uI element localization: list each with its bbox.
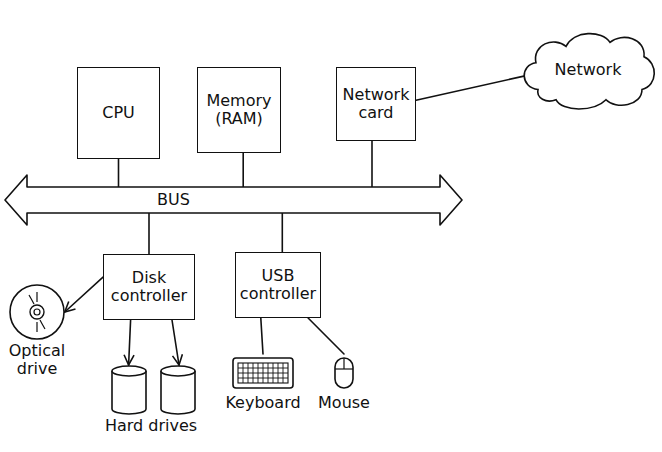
bus-connector [281, 213, 283, 252]
hard-drives-icon [96, 365, 206, 417]
node-label: Mouse [318, 394, 370, 412]
node-label: Network card [341, 86, 411, 123]
node-label: USB controller [240, 267, 316, 304]
bus-connector [129, 320, 131, 365]
node-label: CPU [102, 104, 135, 122]
node-label: Keyboard [225, 394, 300, 412]
bus-connector [261, 318, 263, 354]
keyboard-icon [225, 354, 301, 394]
bus-connector [172, 320, 179, 365]
mouse-icon [317, 354, 371, 394]
optical-drive: Optical drive [4, 282, 70, 382]
cpu-box: CPU [77, 67, 160, 159]
bus-connector [416, 76, 525, 100]
keyboard: Keyboard [223, 354, 303, 424]
memory-box: Memory (RAM) [197, 67, 281, 153]
node-label: Network [555, 61, 622, 79]
usb-controller-box: USB controller [235, 252, 321, 318]
bus-connector [371, 141, 373, 187]
node-label: Hard drives [105, 417, 197, 435]
bus-connector [242, 153, 244, 187]
bus-connector [308, 318, 344, 354]
optical-drive-icon [7, 282, 67, 342]
network-card-box: Network card [336, 67, 416, 141]
node-label: Disk controller [108, 269, 190, 306]
network-cloud: Network [518, 28, 658, 112]
bus-connector [65, 277, 103, 312]
bus-connector [118, 159, 120, 187]
node-label: Optical drive [4, 342, 70, 379]
bus-arrow: BUS [5, 187, 462, 213]
node-label: Memory (RAM) [202, 92, 276, 129]
bus-connector [148, 213, 150, 254]
node-label: BUS [157, 191, 190, 209]
mouse: Mouse [314, 354, 374, 424]
bus-outline [5, 187, 462, 213]
disk-controller-box: Disk controller [103, 254, 195, 320]
hard-drives: Hard drives [95, 365, 207, 449]
